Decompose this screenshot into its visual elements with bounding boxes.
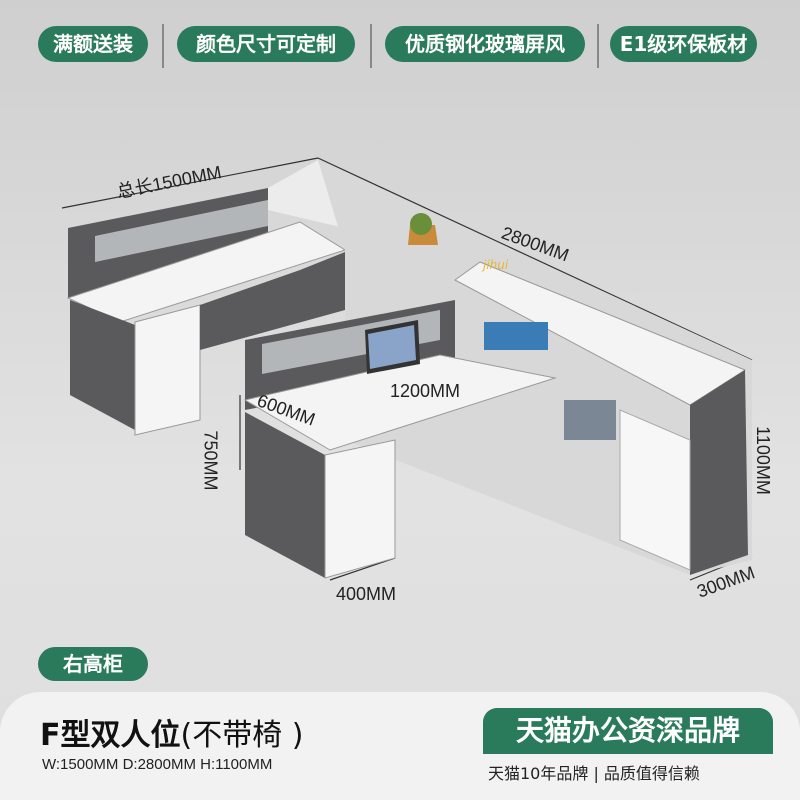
title-bold: F型双人位 — [40, 718, 181, 753]
desk-leg-front — [245, 412, 325, 578]
laptop-screen — [368, 325, 416, 369]
glass-screen — [95, 200, 268, 262]
divider — [162, 24, 164, 68]
watermark: jihui — [483, 258, 509, 272]
product-title: F型双人位(不带椅 ) — [40, 710, 303, 754]
modesty-panel — [200, 252, 345, 350]
drawer-pedestal-left — [134, 304, 201, 436]
title-note: (不带椅 ) — [180, 718, 304, 753]
badge-customizable: 颜色尺寸可定制 — [177, 26, 355, 62]
badge-glass-screen: 优质钢化玻璃屏风 — [385, 26, 585, 62]
badge-e1-board: E1级环保板材 — [610, 26, 757, 62]
brand-headline: 天猫办公资深品牌 — [483, 708, 773, 754]
desk-leg-left — [70, 300, 135, 430]
storage-box — [564, 400, 616, 440]
divider — [370, 24, 372, 68]
plant — [410, 213, 432, 235]
desk-illustration — [61, 157, 753, 581]
books — [484, 322, 548, 350]
cabinet-door — [619, 409, 691, 571]
cabinet-side — [690, 370, 748, 575]
badge-free-install: 满额送装 — [38, 26, 148, 62]
product-specs: W:1500MM D:2800MM H:1100MM — [42, 756, 273, 773]
dim-desk-width: 1200MM — [390, 381, 461, 401]
dim-cabinet-height: 1100MM — [752, 426, 773, 495]
variant-tag: 右高柜 — [38, 647, 148, 681]
brand-subline: 天猫10年品牌 | 品质值得信赖 — [488, 764, 700, 783]
dim-pedestal-width: 400MM — [336, 584, 397, 604]
divider — [597, 24, 599, 68]
drawer-pedestal-front — [324, 439, 396, 579]
dim-desk-height: 750MM — [200, 430, 221, 491]
